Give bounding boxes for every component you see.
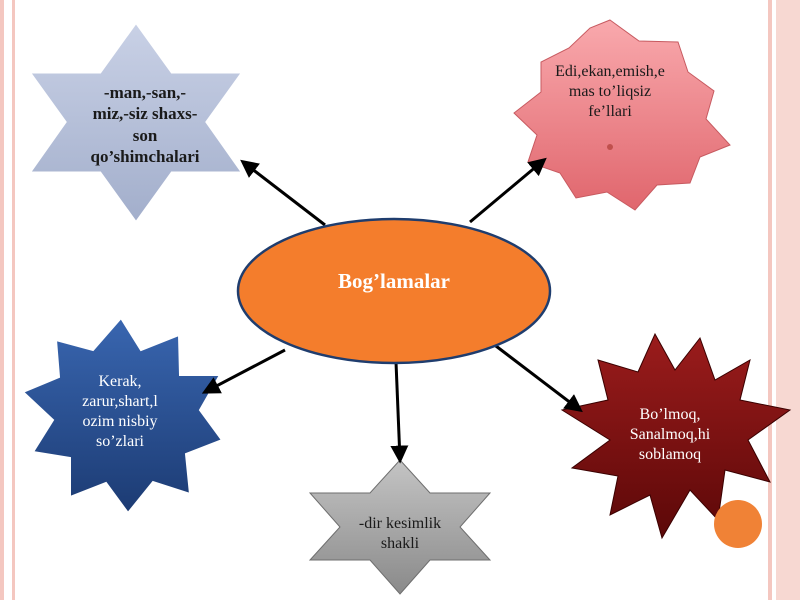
star-top-left [26, 19, 246, 226]
star-middle-left [21, 316, 224, 515]
star-bottom-right [560, 332, 792, 540]
arrow-to-bottom-center [390, 361, 409, 464]
arrow-to-bottom-right [491, 341, 583, 413]
small-dot-decoration [607, 144, 613, 150]
orange-circle-decoration [714, 500, 762, 548]
star-bottom-center [308, 459, 492, 595]
arrow-to-top-right [469, 157, 547, 224]
node-label-top-left: -man,-san,- miz,-siz shaxs- son qo’shimc… [90, 83, 200, 166]
node-label-middle-left: Kerak, zarur,shart,l ozim nisbiy so’zlar… [82, 373, 158, 450]
node-label-top-right: Edi,ekan,emish,e mas to’liqsiz fe’llari [555, 63, 665, 120]
arrow-to-middle-left [201, 348, 286, 394]
node-label-bottom-right: Bo’lmoq, Sanalmoq,hi soblamoq [629, 406, 711, 463]
center-label: Bog’lamalar [338, 269, 450, 293]
center-ellipse [236, 217, 552, 365]
node-label-bottom-center: -dir kesimlik shakli [358, 515, 442, 552]
arrow-to-top-left [240, 159, 326, 227]
star-top-right [513, 19, 731, 211]
